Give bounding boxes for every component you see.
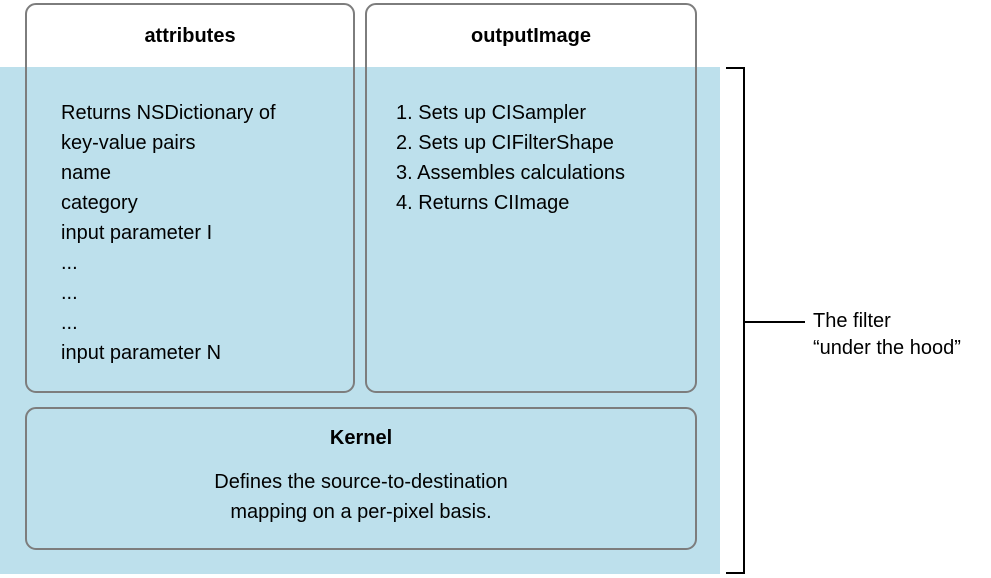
attributes-line: Returns NSDictionary of	[61, 102, 276, 124]
bracket-bottom-arm	[726, 572, 745, 574]
bracket-top-arm	[726, 67, 745, 69]
kernel-box: Kernel Defines the source-to-destination…	[25, 407, 697, 550]
outputimage-step: 4. Returns CIImage	[396, 192, 570, 214]
outputimage-step: 1. Sets up CISampler	[396, 102, 587, 124]
outputimage-box-body: 1. Sets up CISampler 2. Sets up CIFilter…	[396, 98, 625, 218]
bracket-connector-line	[745, 321, 805, 323]
kernel-line: Defines the source-to-destination	[214, 471, 508, 493]
outputimage-step: 2. Sets up CIFilterShape	[396, 132, 614, 154]
kernel-line: mapping on a per-pixel basis.	[230, 501, 492, 523]
outputimage-box: outputImage 1. Sets up CISampler 2. Sets…	[365, 3, 697, 393]
attributes-line: input parameter N	[61, 342, 222, 364]
attributes-box: attributes Returns NSDictionary of key-v…	[25, 3, 355, 393]
filter-internals-panel	[0, 67, 720, 574]
attributes-line: key-value pairs	[61, 132, 196, 154]
bracket-label-line1: The filter	[813, 310, 891, 332]
attributes-line: name	[61, 162, 112, 184]
attributes-line: ...	[61, 252, 78, 274]
outputimage-step: 3. Assembles calculations	[396, 162, 626, 184]
kernel-box-body: Defines the source-to-destination mappin…	[27, 467, 695, 527]
attributes-box-body: Returns NSDictionary of key-value pairs …	[61, 98, 276, 368]
outputimage-box-title: outputImage	[471, 25, 591, 47]
bracket-label-line2: “under the hood”	[813, 337, 961, 359]
kernel-box-title: Kernel	[329, 427, 393, 449]
attributes-line: category	[61, 192, 138, 214]
bracket-vertical-line	[743, 67, 745, 574]
attributes-box-title: attributes	[144, 25, 236, 47]
attributes-line: input parameter I	[61, 222, 213, 244]
attributes-line: ...	[61, 312, 78, 334]
attributes-line: ...	[61, 282, 78, 304]
bracket-label: The filter “under the hood”	[813, 308, 961, 362]
